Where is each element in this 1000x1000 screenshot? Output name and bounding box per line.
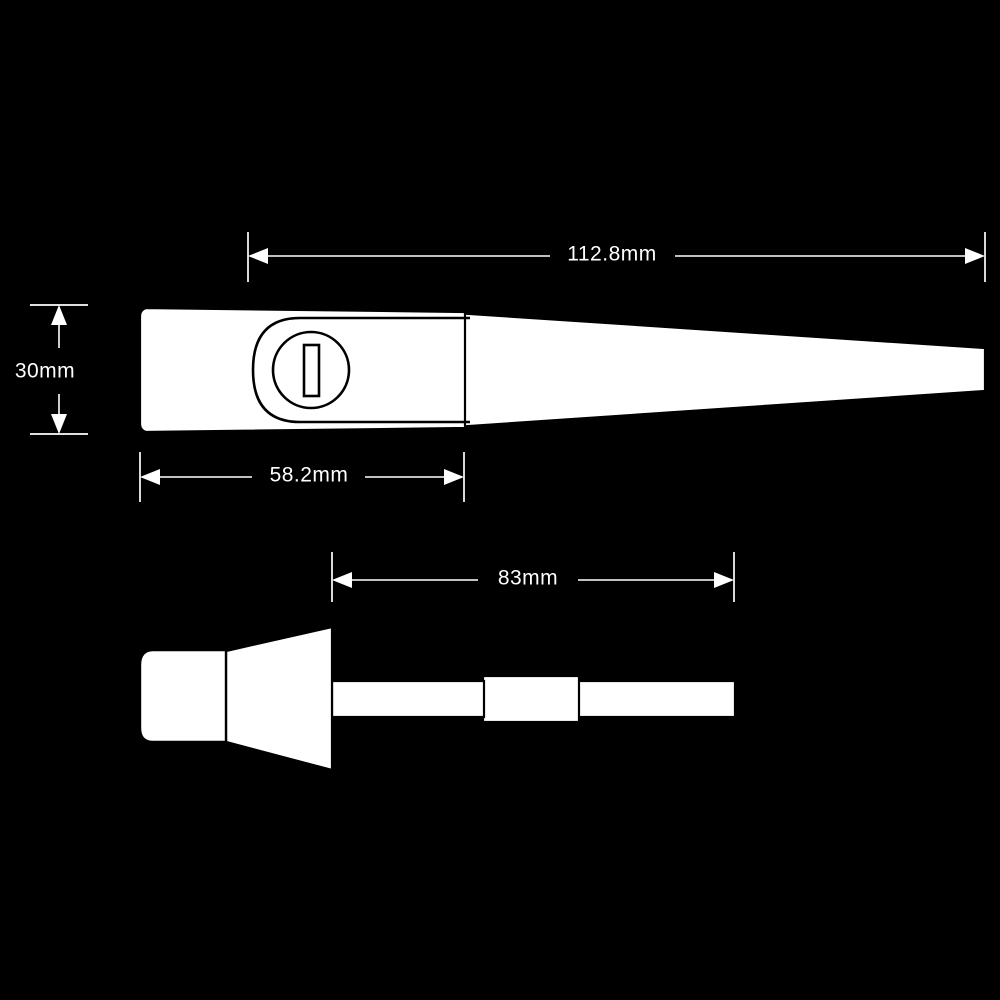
arrowhead-bottom-icon bbox=[51, 414, 67, 434]
side-view bbox=[138, 625, 737, 772]
spindle-shaft-left bbox=[330, 679, 486, 719]
dimension-rose-length: 58.2mm bbox=[139, 452, 465, 502]
dimension-overall-height: 30mm bbox=[15, 304, 88, 435]
rose-plate bbox=[138, 306, 467, 434]
arrowhead-left-icon bbox=[140, 469, 160, 485]
keyhole-escutcheon bbox=[271, 330, 351, 410]
arrowhead-right-icon bbox=[965, 248, 985, 264]
arrowhead-right-icon bbox=[714, 572, 734, 588]
lever-body bbox=[438, 310, 987, 430]
arrowhead-left-icon bbox=[332, 572, 352, 588]
key-slot bbox=[302, 343, 321, 398]
spindle-collar bbox=[481, 674, 581, 724]
spindle-shaft-right bbox=[576, 679, 737, 719]
arrowhead-right-icon bbox=[444, 469, 464, 485]
dimension-label-spindle-length: 83mm bbox=[498, 567, 558, 590]
knob-end bbox=[138, 648, 228, 744]
dimension-label-overall-length: 112.8mm bbox=[567, 243, 656, 266]
rose-inner-outline bbox=[251, 316, 470, 424]
dimension-label-rose-length: 58.2mm bbox=[270, 464, 349, 487]
conical-rose bbox=[224, 625, 334, 772]
plan-view bbox=[138, 306, 987, 434]
arrowhead-left-icon bbox=[248, 248, 268, 264]
dimension-overall-length: 112.8mm bbox=[247, 232, 986, 282]
arrowhead-top-icon bbox=[51, 305, 67, 325]
dimension-spindle-length: 83mm bbox=[331, 552, 735, 602]
dimension-label-overall-height: 30mm bbox=[15, 360, 75, 383]
